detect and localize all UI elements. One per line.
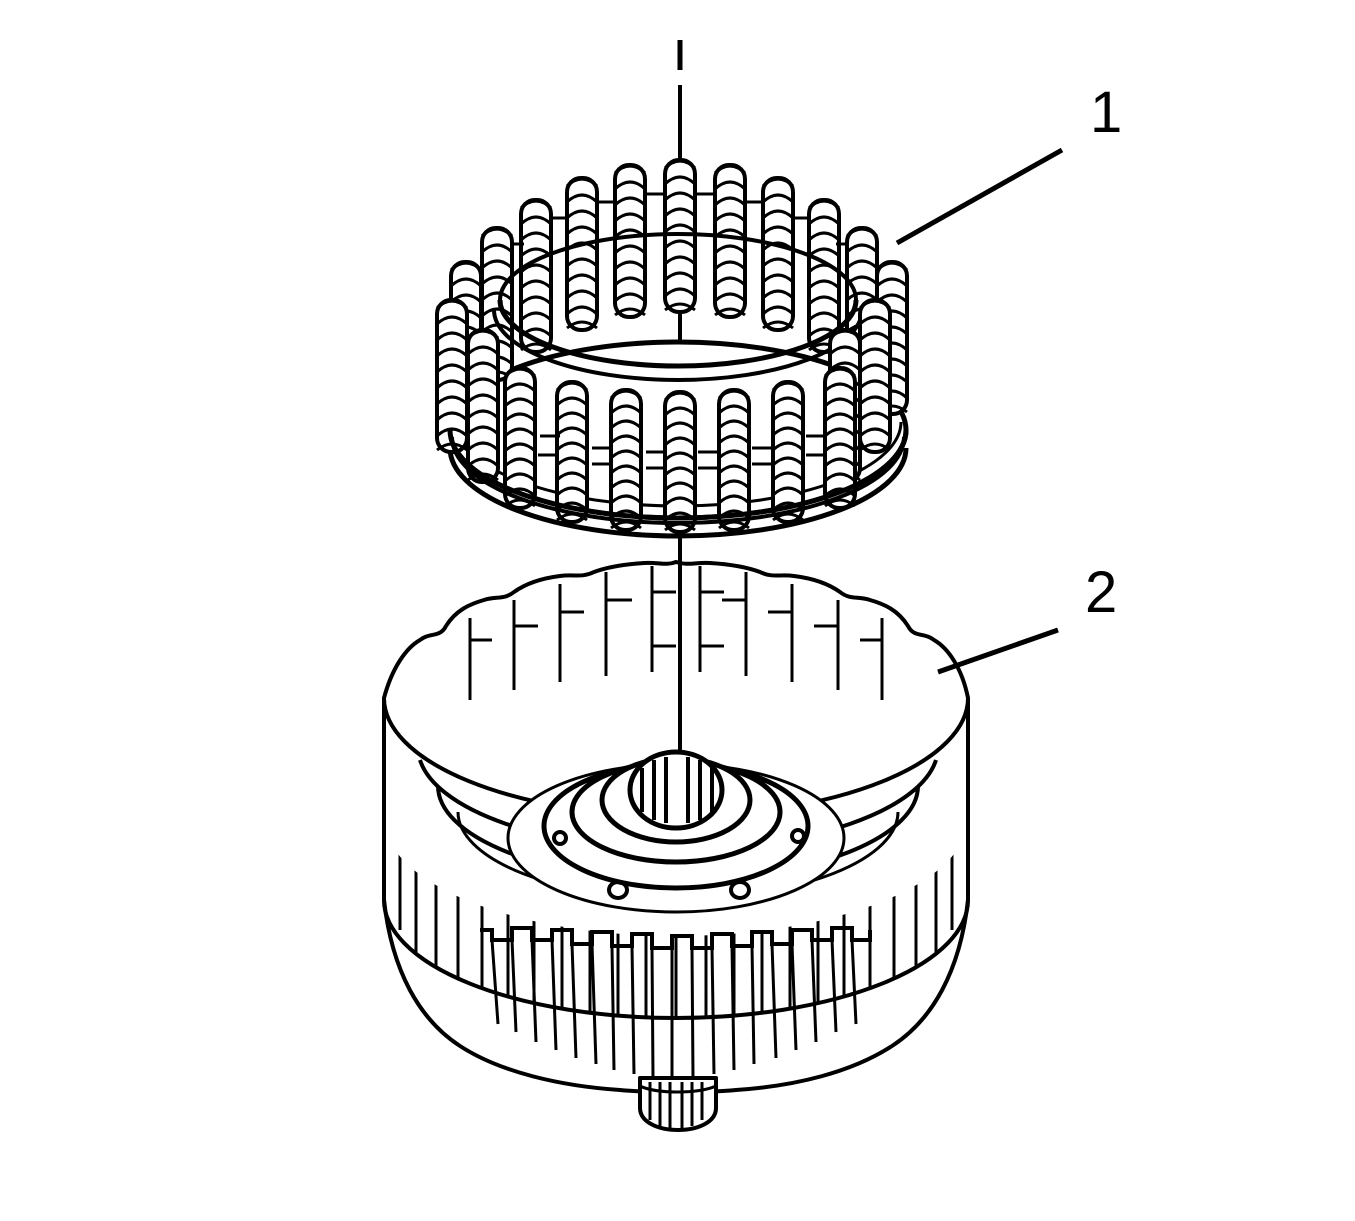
retainer-front-rim: [447, 429, 909, 525]
output-splined-stub: [638, 1076, 718, 1132]
retainer-back-web-bars: [512, 192, 848, 246]
hub-splined-bore: [627, 749, 725, 831]
callout-1-leader-line: [895, 147, 1064, 246]
drum-top-rim-scallops: [382, 559, 970, 699]
callout-2-label: 2: [1085, 560, 1117, 625]
drum-center-hub: [506, 755, 846, 914]
drum-rim-notch-detail: [468, 566, 884, 700]
callout-1-label: 1: [1090, 80, 1122, 145]
drum-inner-lower-flutes: [490, 939, 858, 1078]
callout-2-leader-line: [937, 627, 1059, 675]
retainer-spring-row-front: [503, 366, 857, 534]
callout-1[interactable]: 1: [895, 80, 1122, 246]
spring-retainer-assembly: [435, 158, 909, 539]
callout-2[interactable]: 2: [937, 560, 1117, 675]
drum-lower-castellation: [480, 926, 872, 950]
clutch-drum-assembly: [382, 559, 970, 1132]
hub-bolt-holes: [552, 828, 806, 900]
retainer-web-bars: [538, 434, 824, 470]
